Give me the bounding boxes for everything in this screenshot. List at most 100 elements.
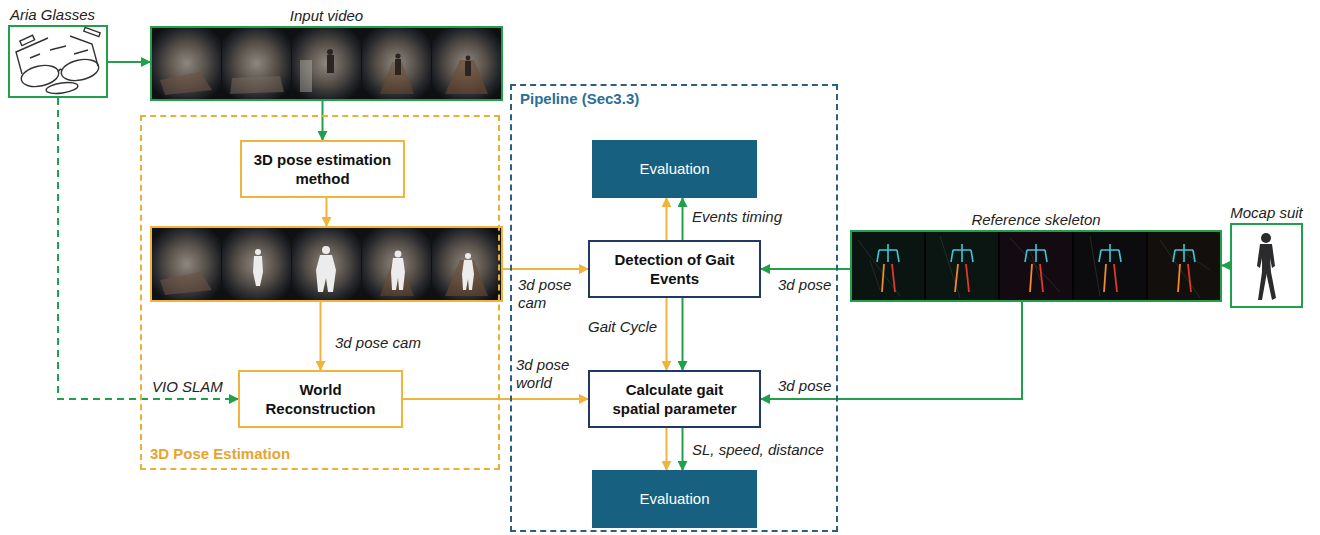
region-label: Pipeline (Sec3.3) [520,90,639,107]
reference-skeleton-frames [955,264,958,292]
edge-label: Gait Cycle [586,318,659,336]
pose-output-frames [255,249,261,255]
pose-output-frames [222,228,291,300]
input-video-frames [300,60,312,92]
evaluation-box: Evaluation [592,470,757,528]
input-video-frames [362,28,431,99]
evaluation-box: Evaluation [592,140,757,198]
pose-output-frames [395,251,402,258]
pose-output-frames [322,246,330,254]
region-label: 3D Pose Estimation [150,445,290,462]
reference-skeleton-frames [1114,264,1117,292]
glasses-sketch [58,69,62,72]
box-text: Evaluation [639,489,709,509]
mocap-figure [1266,272,1276,300]
input-video-frames [327,49,333,55]
reference-skeleton-frames [926,232,998,300]
reference-skeleton-frames [1025,244,1047,262]
edge-label: 3d pose [776,276,833,294]
input-video-frames [292,28,361,99]
pose-strip [150,226,503,302]
connector [58,98,238,399]
reference-skeleton-frames [966,264,969,292]
heading-label: Mocap suit [1230,204,1303,221]
edge-label: VIO SLAM [150,378,225,396]
video-strip: Input video [150,26,503,101]
stage-region: 3D Pose Estimation 3D pose estimation met… [140,115,500,470]
input-video-frames [152,28,501,99]
reference-skeleton-frames [858,236,1200,298]
reference-skeleton-frames [852,232,1220,300]
process-box: Calculate gait spatial parameter [588,370,761,428]
pose-output-frames [391,258,405,290]
reference-skeleton-frames [1104,264,1106,292]
reference-skeleton-frames [877,244,899,262]
connector [403,398,588,400]
reference-skeleton-frames [892,264,1191,292]
process-box: 3D pose estimation method [240,140,405,198]
pose-output-frames [152,228,501,300]
box-text: Evaluation [639,159,709,179]
edge-label: 3d pose world [514,356,580,392]
input-video-frames [395,53,400,58]
connector [682,428,684,470]
box-text: World Reconstruction [250,380,391,419]
connector [666,198,668,240]
reference-skeleton-frames [1148,232,1220,300]
input-video-frames [152,28,221,99]
reference-skeleton-frames [1074,232,1146,300]
process-box: World Reconstruction [238,370,403,428]
glasses-sketch [59,56,100,83]
pose-output-frames [462,260,474,290]
pose-output-frames [152,228,501,300]
reference-skeleton-frames [1040,264,1043,292]
reference-skeleton-frames [1030,264,1032,292]
connector [320,302,322,370]
connector [322,101,324,140]
reference-skeleton-frames [852,232,924,300]
pose-output-frames [160,272,212,295]
connector [682,198,684,240]
edge-label: SL, speed, distance [690,441,826,459]
reference-skeleton-frames [1178,264,1180,292]
reference-skeleton-frames [852,232,1220,300]
connector [761,302,1022,399]
input-video-frames [432,28,501,99]
connector [666,298,668,370]
glasses-sketch [20,35,35,45]
connector [682,298,684,370]
glasses-sketch [45,81,78,95]
glasses-sketch [84,27,100,36]
reference-skeleton-frames [1099,244,1121,262]
heading-label: Input video [290,7,363,24]
device-frame: Aria Glasses [8,25,108,98]
connector [108,61,150,63]
mocap-figure [1257,244,1275,272]
pose-output-frames [362,228,431,300]
mocap-figure [1261,233,1271,243]
pose-output-frames [445,260,488,296]
reference-skeleton-frames [882,264,1180,292]
edge-label: Events timing [690,208,784,226]
connector [1222,265,1230,267]
input-video-frames [230,76,284,94]
pose-output-frames [432,228,501,300]
input-video-frames [395,59,401,75]
pose-output-frames [465,253,471,259]
glasses-sketch [30,46,88,58]
reference-skeleton-frames [892,264,895,292]
reference-skeleton-frames [877,244,1195,262]
pose-output-frames [152,228,221,300]
input-video-frames [152,28,501,99]
pose-output-frames [292,228,361,300]
mocap-frame: Mocap suit [1230,223,1303,308]
skeleton-strip: Reference skeleton [850,230,1222,302]
reference-skeleton-frames [882,264,884,292]
box-text: 3D pose estimation method [252,150,393,189]
edge-label: 3d pose cam [333,334,423,352]
box-text: Calculate gait spatial parameter [600,380,749,419]
glasses-sketch [19,62,60,89]
heading-label: Aria Glasses [10,6,95,23]
glasses-sketch [16,27,101,95]
